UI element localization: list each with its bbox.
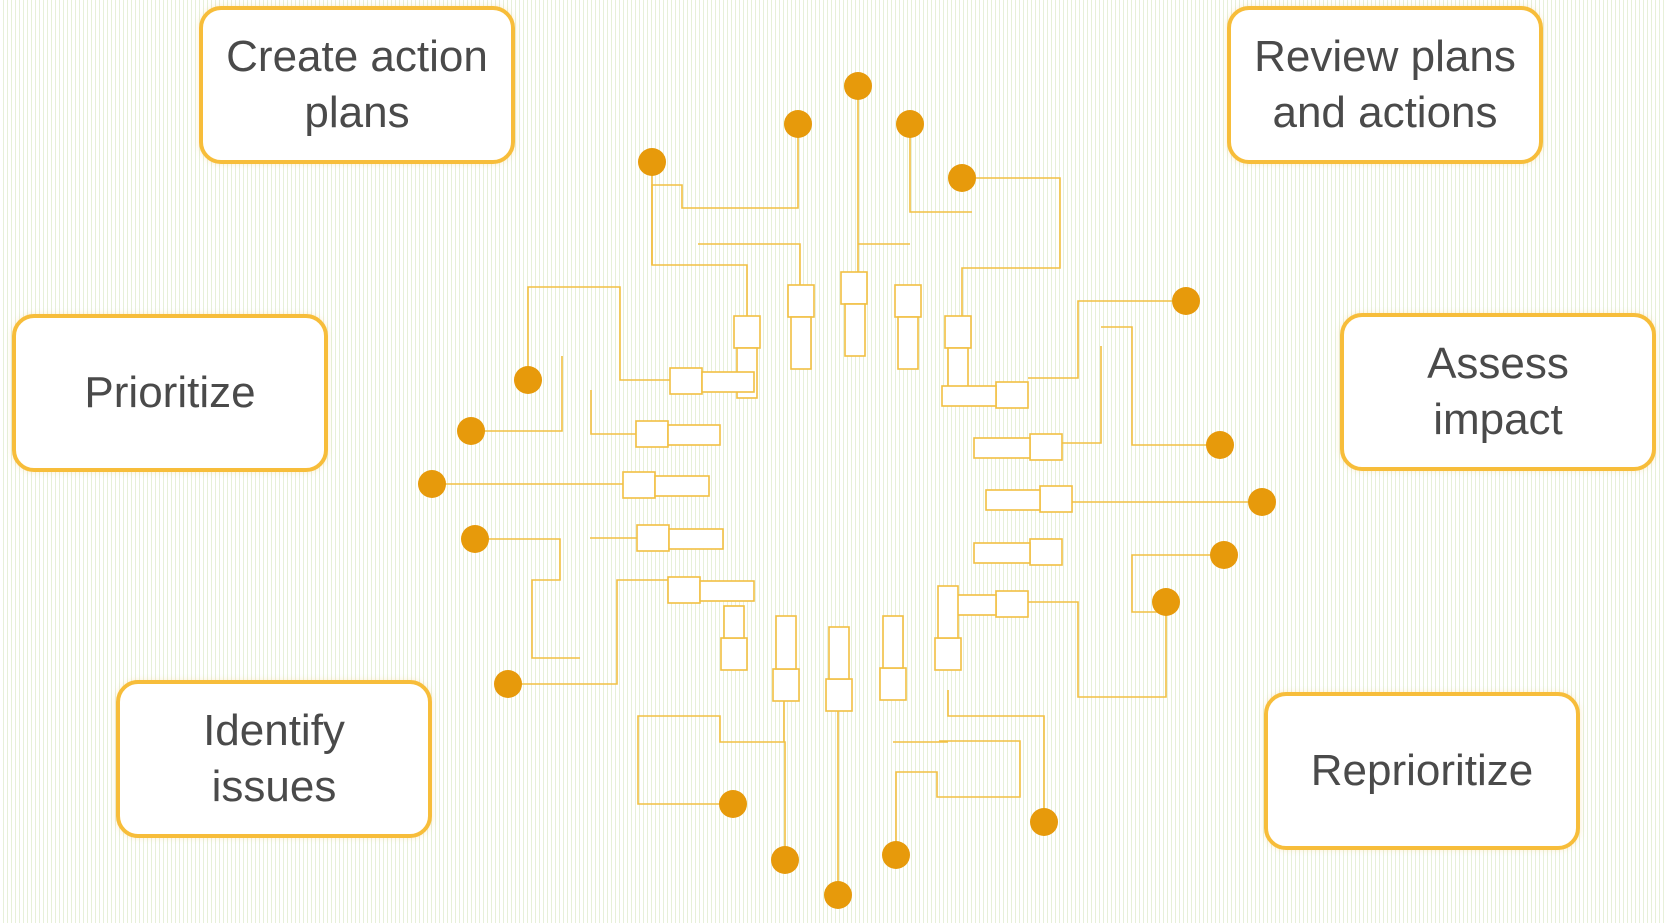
step-create-action-plans: Create action plans — [199, 6, 515, 164]
step-reprioritize: Reprioritize — [1264, 692, 1580, 850]
step-label: Review plans and actions — [1254, 32, 1516, 137]
circuit-node-dot — [824, 881, 852, 909]
circuit-node-dot — [719, 790, 747, 818]
circuit-node-dot — [638, 148, 666, 176]
step-prioritize: Prioritize — [12, 314, 328, 472]
circuit-node-dot — [896, 110, 924, 138]
circuit-node-dot — [514, 366, 542, 394]
step-identify-issues: Identify issues — [116, 680, 432, 838]
circuit-node-dot — [844, 72, 872, 100]
step-label: Assess impact — [1427, 339, 1569, 444]
step-label: Create action plans — [226, 32, 488, 137]
step-label: Identify issues — [203, 706, 345, 811]
circuit-node-dot — [461, 525, 489, 553]
circuit-node-dot — [1248, 488, 1276, 516]
circuit-node-dot — [771, 846, 799, 874]
step-label: Prioritize — [84, 368, 256, 417]
step-review-plans: Review plans and actions — [1227, 6, 1543, 164]
circuit-node-dot — [418, 470, 446, 498]
circuit-node-dot — [1152, 588, 1180, 616]
circuit-node-dot — [494, 670, 522, 698]
circuit-node-dot — [1206, 431, 1234, 459]
circuit-node-dot — [1210, 541, 1238, 569]
circuit-node-dot — [457, 417, 485, 445]
circuit-node-dot — [1172, 287, 1200, 315]
step-assess-impact: Assess impact — [1340, 313, 1656, 471]
circuit-node-dot — [1030, 808, 1058, 836]
circuit-node-dot — [948, 164, 976, 192]
circuit-node-dot — [784, 110, 812, 138]
circuit-node-dot — [882, 841, 910, 869]
step-label: Reprioritize — [1310, 746, 1534, 795]
